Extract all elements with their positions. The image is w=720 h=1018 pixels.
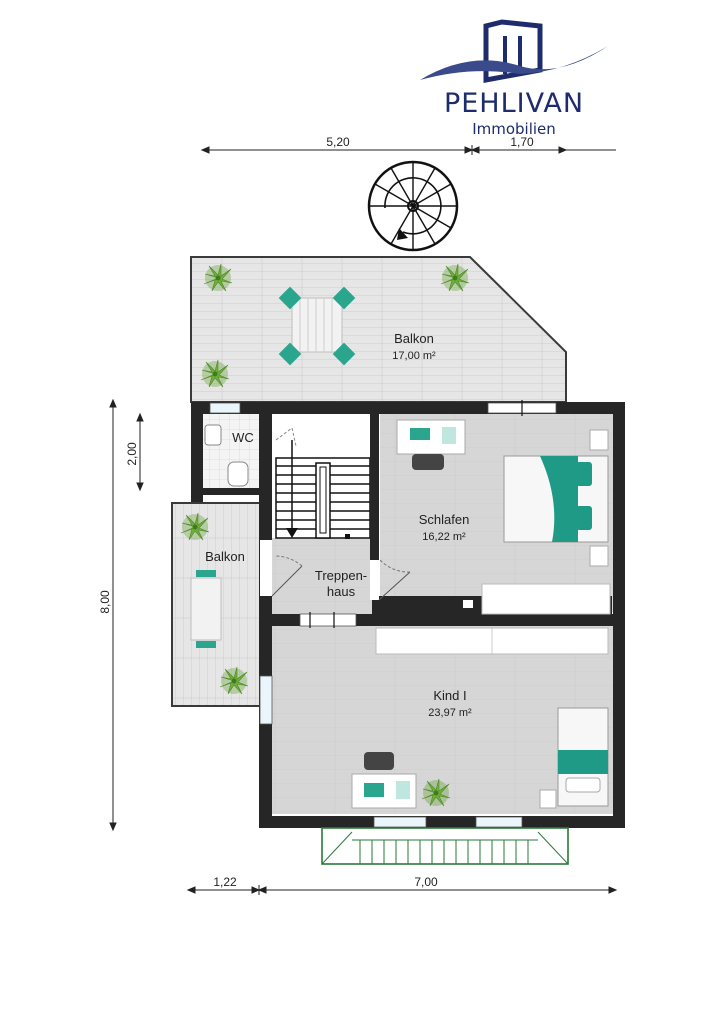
room-area-balkon-top: 17,00 m² [392, 350, 436, 362]
desk-icon [396, 419, 466, 470]
openings [209, 400, 557, 828]
brand-name: PEHLIVAN [444, 88, 584, 119]
room-name-treppenhaus-line2: haus [327, 584, 356, 599]
room-name-kind: Kind I [433, 688, 466, 703]
dimension-label-top-left: 5,20 [326, 135, 350, 149]
logo-swoosh [420, 46, 608, 80]
bed-icon [539, 707, 609, 809]
room-name-balkon-side: Balkon [205, 549, 245, 564]
dimension-label-bottom-right: 7,00 [414, 875, 438, 889]
toilet-icon [227, 461, 249, 487]
room-name-wc: WC [232, 430, 254, 445]
outdoor-table-set [190, 570, 222, 648]
company-logo: PEHLIVAN Immobilien [420, 19, 608, 138]
french-balcony [321, 827, 569, 865]
dimension-label-bottom-left: 1,22 [213, 875, 237, 889]
wc-room: WC [204, 424, 254, 487]
dimension-bottom [186, 885, 618, 895]
room-area-schlafen: 16,22 m² [422, 531, 466, 543]
sink-icon [204, 424, 222, 446]
balcony-side: Balkon [171, 502, 262, 707]
room-name-balkon-top: Balkon [394, 331, 434, 346]
room-area-kind: 23,97 m² [428, 707, 472, 719]
kind-room: Kind I 23,97 m² [351, 627, 609, 809]
dimension-label-left-small: 2,00 [125, 442, 139, 466]
staircase [275, 427, 371, 539]
room-name-schlafen: Schlafen [419, 512, 470, 527]
dimension-left [109, 398, 144, 832]
balcony-top: Balkon 17,00 m² [190, 256, 567, 403]
dimension-label-left-total: 8,00 [98, 590, 112, 614]
desk-icon [351, 752, 417, 809]
schlafen-room: Schlafen 16,22 m² [396, 419, 611, 615]
floor-treppenhaus [272, 538, 372, 614]
wardrobe [481, 583, 611, 615]
outdoor-table-set [278, 286, 356, 366]
spiral-staircase-icon [367, 160, 459, 252]
room-name-treppenhaus-line1: Treppen- [315, 568, 367, 583]
brand-tagline: Immobilien [472, 120, 556, 138]
dimension-label-top-right: 1,70 [510, 135, 534, 149]
dimension-top [200, 145, 616, 155]
bed-icon [503, 429, 609, 567]
